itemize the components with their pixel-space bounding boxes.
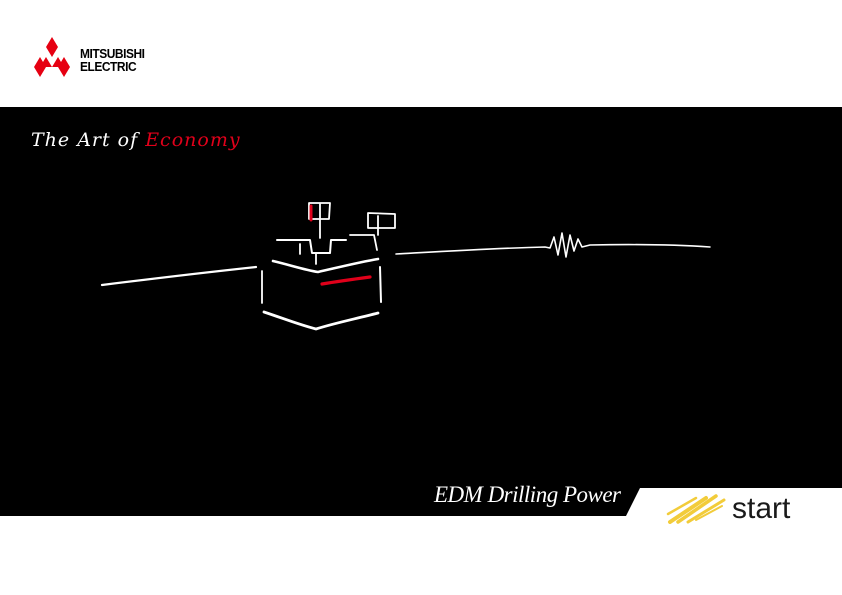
three-diamonds-icon [34, 37, 70, 77]
hero-panel: The Art of Economy EDM [0, 107, 842, 516]
edm-machine-sketch-icon [100, 202, 711, 331]
brand-name-line2: ELECTRIC [80, 59, 137, 74]
tagline-accent: Economy [145, 129, 241, 151]
start-button[interactable]: start [620, 488, 842, 528]
product-title: EDM Drilling Power [434, 482, 621, 507]
brand-name-line1: MITSUBISHI [80, 46, 145, 61]
tagline-main: The Art of [31, 129, 146, 151]
yellow-brush-stroke-icon [666, 494, 726, 524]
brand-logo: MITSUBISHI ELECTRIC [28, 36, 178, 82]
brand-name: MITSUBISHI ELECTRIC [80, 47, 145, 73]
start-label: start [732, 492, 791, 525]
tagline: The Art of Economy [31, 129, 241, 151]
